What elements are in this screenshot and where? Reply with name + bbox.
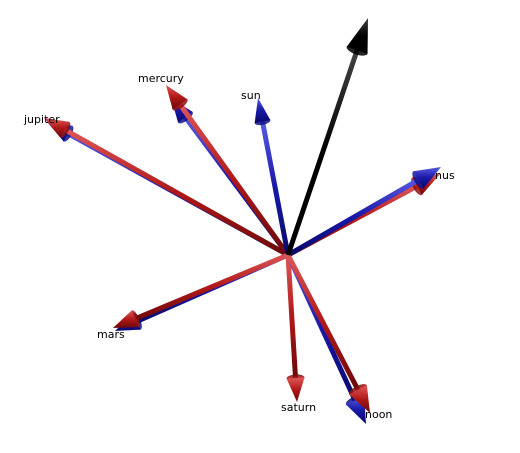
arrow-mars-red-shaft — [134, 252, 289, 322]
label-saturn: saturn — [281, 401, 316, 414]
arrow-mars-red — [113, 252, 289, 328]
arrow-mars-red-head — [113, 310, 139, 328]
arrow-mercury-red — [166, 85, 291, 257]
arrow-mercury-red-head — [166, 85, 188, 110]
arrow-saturn-red — [285, 254, 305, 402]
arrow-saturn-red-head — [286, 377, 305, 402]
arrow-moon-red — [285, 253, 370, 413]
arrow-jupiter-red-shaft — [63, 127, 290, 258]
label-sun: sun — [241, 89, 261, 102]
arrow-sun-blue-shaft — [260, 121, 291, 256]
arrow-moon-red-shaft — [285, 253, 361, 392]
labels-layer: mercury sun jupiter nus mars saturn noon — [23, 72, 455, 421]
arrow-black-up-shaft — [285, 49, 360, 256]
arrow-sun-blue — [254, 98, 291, 256]
label-venus: nus — [435, 169, 455, 182]
arrow-venus-blue — [286, 167, 441, 258]
label-mercury: mercury — [138, 72, 184, 85]
arrow-jupiter-red — [44, 118, 290, 258]
arrow-venus-blue-head — [413, 167, 441, 189]
arrow-moon-blue-shaft — [285, 253, 358, 402]
label-jupiter: jupiter — [23, 113, 60, 126]
arrow-black-up — [285, 18, 368, 256]
arrow-sun-blue-head — [254, 98, 271, 124]
arrow-jupiter-red-head — [44, 118, 70, 138]
arrow-venus-blue-shaft — [286, 177, 420, 258]
arrow-black-up-head — [346, 18, 368, 54]
label-moon: noon — [365, 408, 392, 421]
arrows-layer — [44, 18, 441, 424]
label-mars: mars — [97, 328, 125, 341]
arrow-saturn-red-shaft — [285, 254, 299, 379]
arrow-moon-red-head — [349, 385, 370, 413]
arrow-mercury-red-shaft — [177, 103, 291, 257]
